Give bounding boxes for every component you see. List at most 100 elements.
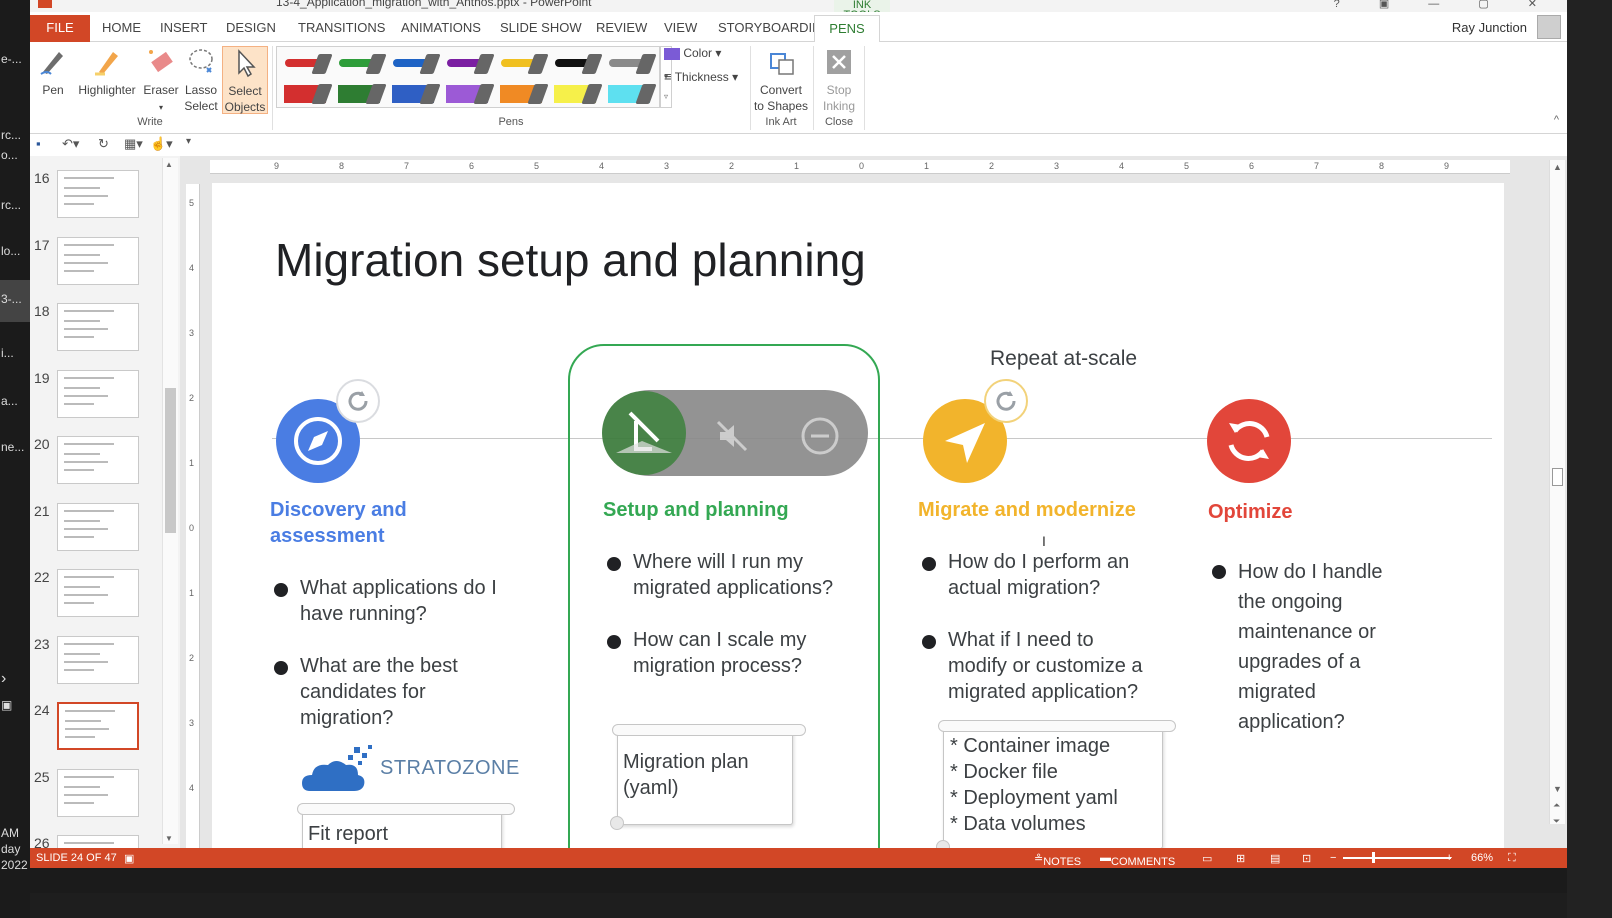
- slide-thumbnail[interactable]: [57, 436, 139, 484]
- zoom-out-icon[interactable]: −: [1330, 852, 1337, 864]
- slide-thumbnail-row[interactable]: 17: [30, 236, 180, 297]
- tab-pens[interactable]: PENS: [814, 15, 880, 43]
- pen-swatch[interactable]: [335, 81, 387, 107]
- pen-button[interactable]: Pen: [36, 46, 70, 98]
- reading-view-icon[interactable]: ▤: [1270, 853, 1281, 865]
- tab-home[interactable]: HOME: [102, 20, 141, 35]
- color-button[interactable]: Color ▾: [664, 46, 721, 60]
- scroll-thumb[interactable]: [1552, 468, 1563, 486]
- slide-thumbnail[interactable]: [57, 569, 139, 617]
- pen-swatch[interactable]: [605, 51, 657, 77]
- taskbar-item[interactable]: e-...: [1, 52, 22, 66]
- thumbnail-scrollbar[interactable]: ▲▼: [162, 158, 178, 844]
- slide-thumbnail[interactable]: [57, 369, 139, 418]
- tab-view[interactable]: VIEW: [664, 20, 698, 35]
- fit-slide-icon[interactable]: ⛶: [1508, 852, 1516, 864]
- pen-swatch[interactable]: [389, 81, 441, 107]
- taskbar-item-active[interactable]: 3-...: [0, 280, 30, 322]
- slide-thumbnail-row[interactable]: 24: [30, 702, 180, 762]
- tab-insert[interactable]: INSERT: [160, 20, 208, 35]
- mute-icon[interactable]: [714, 418, 750, 454]
- slide-thumbnail[interactable]: [57, 768, 139, 817]
- undo-icon[interactable]: ↶▾: [62, 136, 80, 151]
- slide-thumbnail-row[interactable]: 20: [30, 436, 180, 496]
- tab-file[interactable]: FILE: [30, 15, 90, 42]
- slide-thumbnail[interactable]: [57, 835, 139, 848]
- slide-thumbnail-row[interactable]: 22: [30, 569, 180, 629]
- pen-swatch[interactable]: [443, 81, 495, 107]
- tab-animations[interactable]: ANIMATIONS: [401, 20, 481, 35]
- slide-thumbnail-row[interactable]: 21: [30, 502, 180, 563]
- present-icon[interactable]: ▦▾: [124, 136, 143, 151]
- taskbar-item[interactable]: a...: [1, 394, 18, 408]
- scroll-down-icon[interactable]: ▼: [1553, 784, 1562, 794]
- slide-thumbnail[interactable]: [57, 236, 139, 285]
- pen-swatch[interactable]: [551, 51, 603, 77]
- lasso-select-button[interactable]: Lasso Select: [182, 46, 220, 114]
- taskbar-item[interactable]: lo...: [1, 244, 21, 258]
- convert-to-shapes-button[interactable]: Convert to Shapes: [752, 46, 810, 114]
- tab-design[interactable]: DESIGN: [226, 20, 276, 35]
- touch-mode-icon[interactable]: ☝▾: [150, 136, 173, 151]
- tab-review[interactable]: REVIEW: [596, 20, 648, 35]
- slide-scrollbar[interactable]: ▲ ▼ ⏶ ⏷: [1549, 160, 1565, 826]
- slide-thumbnail[interactable]: [57, 170, 139, 218]
- eraser-button[interactable]: Eraser▾: [142, 46, 180, 116]
- scroll-down-icon[interactable]: ▼: [165, 834, 173, 843]
- network-icon[interactable]: ▣: [1, 698, 13, 712]
- pen-swatch[interactable]: [497, 51, 549, 77]
- slide-thumbnail-row[interactable]: 26: [30, 835, 180, 848]
- slide-thumbnail[interactable]: [57, 303, 139, 351]
- select-objects-button[interactable]: Select Objects: [222, 46, 268, 114]
- zoom-slider-thumb[interactable]: [1372, 852, 1375, 863]
- pen-swatch[interactable]: [281, 81, 333, 107]
- pen-swatch[interactable]: [389, 51, 441, 77]
- pen-swatch[interactable]: [551, 81, 603, 107]
- previous-slide-icon[interactable]: ⏶: [1553, 800, 1561, 810]
- slide-thumbnail[interactable]: [57, 635, 139, 684]
- user-account-name[interactable]: Ray Junction: [1451, 20, 1527, 35]
- slide-thumbnail[interactable]: [57, 502, 139, 551]
- redo-icon[interactable]: ↻: [98, 136, 109, 151]
- thickness-button[interactable]: ≡ Thickness ▾: [664, 69, 739, 84]
- notes-button[interactable]: ≗ NOTES: [1034, 853, 1082, 868]
- scroll-up-icon[interactable]: ▲: [165, 160, 173, 169]
- slide-thumbnail-row[interactable]: 19: [30, 369, 180, 430]
- tab-transitions[interactable]: TRANSITIONS: [298, 20, 386, 35]
- save-icon[interactable]: ▪: [36, 136, 41, 151]
- chevron-right-icon[interactable]: ›: [1, 670, 7, 687]
- pen-swatch[interactable]: [497, 81, 549, 107]
- customize-qat-icon[interactable]: ▾: [186, 136, 192, 147]
- tab-storyboarding[interactable]: STORYBOARDING: [718, 20, 832, 35]
- scroll-thumb[interactable]: [165, 388, 176, 533]
- pen-swatch[interactable]: [335, 51, 387, 77]
- slide-thumbnail-row[interactable]: 16: [30, 170, 180, 230]
- pen-swatch[interactable]: [443, 51, 495, 77]
- stop-inking-button[interactable]: Stop Inking: [817, 46, 861, 114]
- highlighter-button[interactable]: Highlighter: [74, 46, 140, 98]
- zoom-level[interactable]: 66%: [1471, 852, 1494, 864]
- slide-thumbnail-row[interactable]: 23: [30, 635, 180, 696]
- taskbar-item[interactable]: rc...: [1, 198, 21, 212]
- window-controls[interactable]: ? ▣ — ▢ ✕: [1333, 0, 1555, 10]
- taskbar-item[interactable]: i...: [1, 346, 14, 360]
- zoom-slider[interactable]: [1343, 857, 1451, 859]
- pen-swatch[interactable]: [281, 51, 333, 77]
- pen-swatch[interactable]: [605, 81, 657, 107]
- next-slide-icon[interactable]: ⏷: [1553, 816, 1561, 826]
- comments-button[interactable]: ▬ COMMENTS: [1100, 852, 1176, 868]
- slide-thumbnail[interactable]: [57, 702, 139, 750]
- zoom-in-icon[interactable]: +: [1446, 852, 1453, 864]
- slide-sorter-icon[interactable]: ⊞: [1236, 853, 1246, 865]
- slide-thumbnail-row[interactable]: 25: [30, 768, 180, 829]
- slide-canvas[interactable]: Migration setup and planning Repeat at-s…: [212, 183, 1504, 848]
- collapse-ribbon-icon[interactable]: ^: [1553, 114, 1559, 126]
- taskbar-item[interactable]: ne...: [1, 440, 25, 454]
- taskbar-item[interactable]: rc...: [1, 128, 21, 142]
- slideshow-icon[interactable]: ⊡: [1302, 853, 1312, 865]
- slide-thumbnail-row[interactable]: 18: [30, 303, 180, 363]
- taskbar-item[interactable]: o...: [1, 148, 18, 162]
- minus-circle-icon[interactable]: [800, 416, 840, 456]
- scroll-up-icon[interactable]: ▲: [1553, 162, 1562, 172]
- normal-view-icon[interactable]: ▭: [1202, 853, 1213, 865]
